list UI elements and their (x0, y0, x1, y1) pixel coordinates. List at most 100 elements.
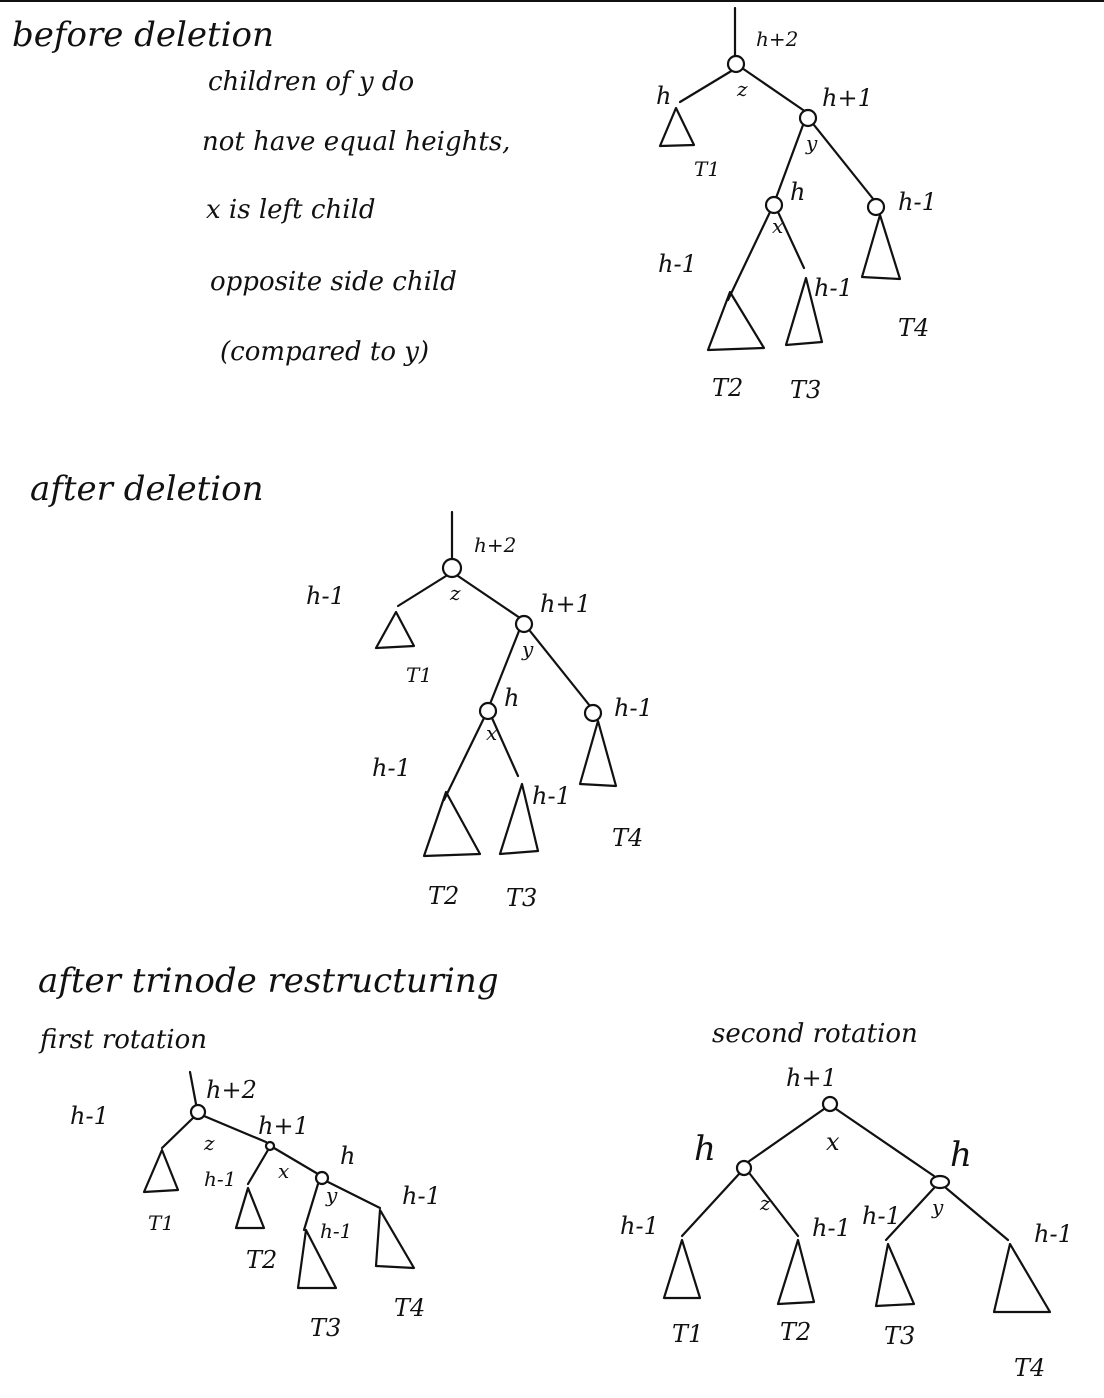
y-label: y (325, 1183, 338, 1207)
t4-height-label: h-1 (402, 1182, 441, 1210)
t2-height-label: h-1 (812, 1214, 851, 1242)
subtree-t2 (422, 790, 482, 858)
edge-x-t2 (246, 1148, 270, 1186)
y-label: y (931, 1195, 944, 1219)
subtree-t2 (706, 290, 766, 352)
note-line-5: (compared to y) (220, 337, 429, 367)
edge-y-t4 (326, 1180, 382, 1210)
before-deletion-title: before deletion (12, 15, 274, 55)
x-label: x (486, 721, 497, 745)
node-y (798, 108, 818, 128)
t1-height-label: h-1 (70, 1102, 109, 1130)
t4-label: T4 (394, 1294, 425, 1322)
edge-x-t3 (776, 210, 806, 270)
t4-height-label: h-1 (614, 694, 653, 722)
z-label: z (449, 581, 461, 605)
top-border (0, 0, 1104, 2)
node-t4-root (866, 197, 886, 217)
edge-z-t1 (160, 1116, 195, 1150)
t1-label: T1 (148, 1211, 174, 1235)
t2-height-label: h-1 (372, 754, 411, 782)
z-height-label: h+2 (756, 27, 798, 51)
t1-height-label: h-1 (620, 1212, 659, 1240)
t4-label: T4 (898, 314, 929, 342)
subtree-t3 (498, 782, 540, 856)
edge-z-x (202, 1114, 268, 1144)
t4-label: T4 (1014, 1354, 1045, 1382)
tree-second-rotation: h+1 x h z h y h-1 T1 h-1 T2 h-1 T3 h-1 (620, 1064, 1073, 1382)
t4-label: T4 (612, 824, 643, 852)
tree-first-rotation: h+2 h-1 z T1 h+1 x h-1 T2 h y h-1 T3 h-1 (70, 1070, 441, 1342)
second-rotation-title: second rotation (712, 1019, 918, 1049)
y-height-label: h+1 (540, 590, 591, 618)
x-label: x (278, 1159, 289, 1183)
tree-before-deletion: h+2 z h T1 h+1 y h x h-1 T4 h-1 h-1 (656, 6, 937, 404)
node-z (735, 1159, 753, 1177)
t3-label: T3 (884, 1322, 915, 1350)
edge-x-t2 (442, 716, 486, 802)
edge-y-t3 (884, 1186, 936, 1242)
node-y (314, 1170, 330, 1186)
x-height-label: h (790, 178, 805, 206)
note-line-4: opposite side child (210, 267, 457, 297)
node-x (764, 195, 784, 215)
t2-height-label: h-1 (204, 1167, 236, 1191)
t3-height-label: h-1 (814, 274, 853, 302)
t3-height-label: h-1 (532, 782, 571, 810)
node-y (929, 1174, 951, 1190)
x-height-label: h+1 (786, 1064, 837, 1092)
edge-y-t4 (812, 123, 876, 202)
subtree-t2 (234, 1186, 266, 1230)
restructuring-title: after trinode restructuring (38, 961, 499, 1001)
t4-height-label: h-1 (1034, 1220, 1073, 1248)
edge-z-t1 (678, 68, 735, 104)
t2-height-label: h-1 (658, 250, 697, 278)
after-deletion-title: after deletion (30, 469, 263, 509)
t3-label: T3 (310, 1314, 341, 1342)
t3-height-label: h-1 (862, 1202, 901, 1230)
t2-label: T2 (780, 1318, 811, 1346)
t4-height-label: h-1 (898, 188, 937, 216)
edge-x-y (272, 1146, 320, 1176)
edge-z-t2 (748, 1172, 800, 1238)
edge-y-x (774, 123, 805, 200)
node-x (478, 701, 498, 721)
t2-label: T2 (712, 374, 743, 402)
subtree-t4 (860, 213, 902, 281)
x-label: x (826, 1128, 840, 1156)
z-label: z (203, 1131, 215, 1155)
edge-x-z (746, 1107, 826, 1164)
t3-label: T3 (790, 376, 821, 404)
subtree-t1 (374, 610, 416, 650)
subtree-t1 (658, 106, 696, 148)
node-t4-root (583, 703, 603, 723)
edge-z-y (740, 66, 808, 114)
edge-y-t3 (302, 1182, 320, 1232)
edge-y-x (488, 629, 521, 706)
edge-y-t4 (528, 629, 592, 708)
node-z (189, 1103, 207, 1121)
y-label: y (521, 637, 534, 661)
subtree-t4 (992, 1242, 1052, 1314)
t1-height-label: h-1 (306, 582, 345, 610)
edge-x-y (834, 1107, 936, 1178)
y-height-label: h (950, 1135, 972, 1175)
z-height-label: h (694, 1129, 716, 1169)
t3-label: T3 (506, 884, 537, 912)
note-line-2: not have equal heights, (202, 127, 510, 157)
t1-height-label: h (656, 82, 671, 110)
edge-z-t1 (396, 574, 448, 608)
subtree-t1 (142, 1148, 180, 1194)
y-height-label: h (340, 1142, 355, 1170)
note-line-1: children of y do (208, 67, 414, 97)
note-line-3: x is left child (206, 195, 375, 225)
edge-z-t1 (680, 1172, 741, 1238)
subtree-t3 (296, 1228, 338, 1290)
root-edge (188, 1070, 198, 1106)
edge-x-t2 (726, 210, 772, 302)
edge-x-t3 (490, 716, 520, 778)
x-label: x (772, 214, 783, 238)
subtree-t3 (784, 276, 824, 347)
